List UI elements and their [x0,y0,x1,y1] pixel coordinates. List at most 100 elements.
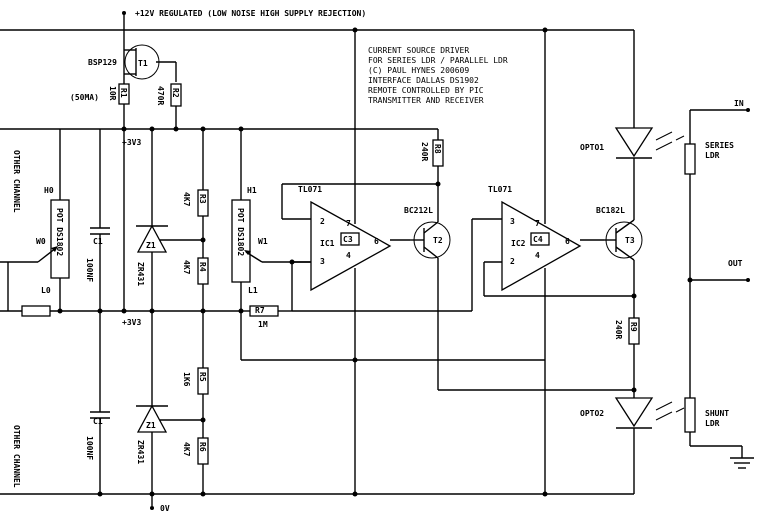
shunt-ldr-label-2: LDR [705,419,720,428]
pot1-label: POT DS1802 [236,208,245,256]
r9-label: R9 [629,322,638,332]
l1-label: L1 [248,286,258,295]
other-channel-top: OTHER CHANNEL [12,150,21,213]
t3-part: BC182L [596,206,625,215]
c3-label: C3 [343,235,353,244]
r4-value: 4K7 [182,260,191,275]
ground-icon [730,457,754,469]
in-terminal [746,108,750,112]
z1-upper-value: ZR431 [136,262,145,286]
note-line-3: (C) PAUL HYNES 200609 [368,66,469,75]
zener-z1-upper: Z1 ZR431 [136,129,203,311]
note-line-1: CURRENT SOURCE DRIVER [368,46,469,55]
r9-value: 240R [614,320,623,339]
ic1-label: IC1 [320,239,335,248]
series-ldr-label-1: SERIES [705,141,734,150]
c1-upper-value: 100NF [85,258,94,282]
opamp-ic2: IC2 TL071 3 2 7 4 6 C4 [488,185,582,292]
supply-title: +12V REGULATED (LOW NOISE HIGH SUPPLY RE… [135,9,366,18]
design-note: CURRENT SOURCE DRIVER FOR SERIES LDR / P… [368,46,508,105]
ic1-type: TL071 [298,185,322,194]
opto1: OPTO1 [580,30,673,220]
transistor-t1: T1 BSP129 [88,30,177,82]
other-channel-bottom: OTHER CHANNEL [12,425,21,488]
t3-label: T3 [625,236,635,245]
ic2-body [501,200,582,292]
pot-ds1802-left: POT DS1802 H0 W0 L0 [0,129,70,311]
series-ldr-label-2: LDR [705,151,720,160]
zener-z1-lower: Z1 ZR431 [136,311,203,494]
series-ldr [684,143,696,175]
note-line-2: FOR SERIES LDR / PARALLEL LDR [368,56,508,65]
ic2-pin4: 4 [535,251,540,260]
c1-lower-label: C1 [93,417,103,426]
in-label: IN [734,99,744,108]
ground-terminal [150,506,154,510]
w1-label: W1 [258,237,268,246]
ic2-pin7: 7 [535,219,540,228]
l0-label: L0 [41,286,51,295]
w0-label: W0 [36,237,46,246]
ic1-pin4: 4 [346,251,351,260]
r8-label: R8 [433,144,442,154]
v33-top-label: +3V3 [122,138,141,147]
c1-lower-value: 100NF [85,436,94,460]
r7-value: 1M [258,320,268,329]
r6-value: 4K7 [182,442,191,457]
ic1-body [310,200,392,292]
resistor-input [21,305,51,317]
opto2-label: OPTO2 [580,409,604,418]
ic2-pin2: 2 [510,257,515,266]
ic2-pin6: 6 [565,237,570,246]
r3-value: 4K7 [182,192,191,207]
zero-volt-label: 0V [160,504,170,513]
ic1-pin7: 7 [346,219,351,228]
t2-part: BC212L [404,206,433,215]
c1-upper-label: C1 [93,237,103,246]
r2-label: R2 [171,88,180,98]
capacitor-c4 [530,232,550,246]
note-line-6: TRANSMITTER AND RECEIVER [368,96,484,105]
r2-value: 470R [156,86,165,105]
out-label: OUT [728,259,743,268]
opto1-label: OPTO1 [580,143,604,152]
r6-label: R6 [198,442,207,452]
ic1-pin6: 6 [374,237,379,246]
out-terminal [746,278,750,282]
pot-ds1802-right: POT DS1802 H1 W1 L1 [231,129,311,360]
r7-label: R7 [255,306,265,315]
r8-value: 240R [420,142,429,161]
t2-label: T2 [433,236,443,245]
r3-label: R3 [198,194,207,204]
capacitor-c3 [340,232,360,246]
transistor-t3: T3 BC182L [596,206,643,261]
z1-lower-value: ZR431 [136,440,145,464]
v33-mid-label: +3V3 [122,318,141,327]
z1-lower-label: Z1 [146,421,156,430]
t1-label: T1 [138,59,148,68]
shunt-ldr [684,397,696,433]
transistor-t2: T2 BC212L [404,206,451,259]
note-line-4: INTERFACE DALLAS DS1902 [368,76,479,85]
r5-value: 1K6 [182,372,191,387]
note-line-5: REMOTE CONTROLLED BY PIC [368,86,484,95]
opto2: OPTO2 [580,397,673,494]
r4-label: R4 [198,262,207,272]
h1-label: H1 [247,186,257,195]
ic2-pin3: 3 [510,217,515,226]
current-note: (50MA) [70,93,99,102]
r1-label: R1 [119,88,128,98]
r5-label: R5 [198,372,207,382]
supply-terminal [122,11,126,15]
t1-part: BSP129 [88,58,117,67]
c4-label: C4 [533,235,543,244]
pot0-label: POT DS1802 [55,208,64,256]
h0-label: H0 [44,186,54,195]
ic1-pin3: 3 [320,257,325,266]
capacitor-c1-upper: C1 100NF [85,129,110,311]
ic2-type: TL071 [488,185,512,194]
ic1-pin2: 2 [320,217,325,226]
z1-upper-label: Z1 [146,241,156,250]
ic2-label: IC2 [511,239,526,248]
